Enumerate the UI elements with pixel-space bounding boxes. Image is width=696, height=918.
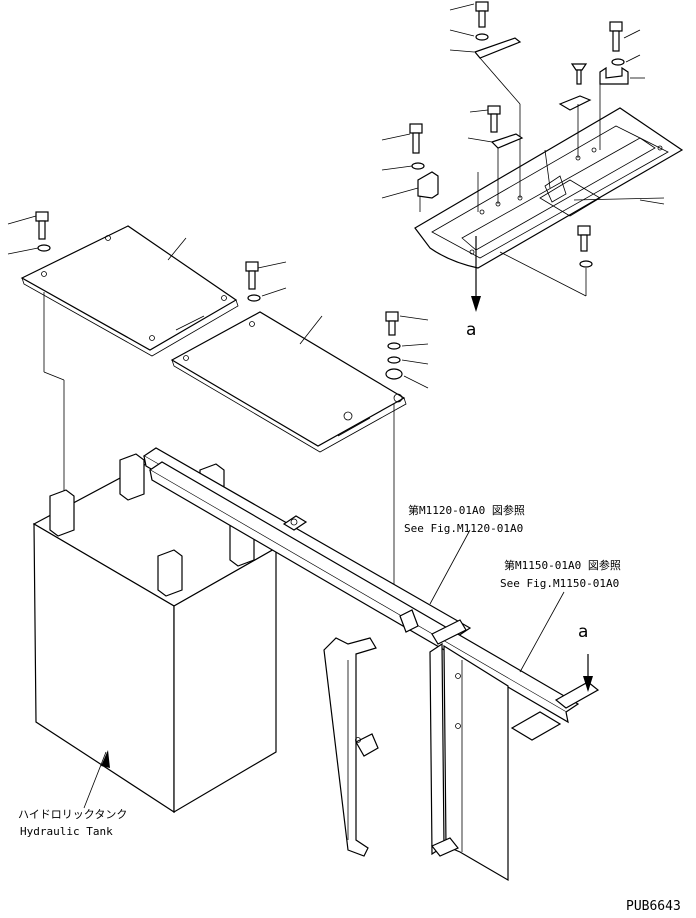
ref-m1150-en: See Fig.M1150-01A0 (500, 577, 620, 590)
left-cover-plate (7, 211, 239, 496)
arrow-label-a-right: a (578, 622, 589, 642)
floor-plate-fasteners (381, 1, 665, 297)
ref-m1120-en: See Fig.M1120-01A0 (404, 522, 524, 535)
hydraulic-tank-label-jp: ハイドロリックタンク (18, 808, 128, 821)
ref-m1150-jp: 第M1150-01A0 図参照 (504, 559, 621, 572)
hydraulic-tank-label-en: Hydraulic Tank (20, 825, 113, 838)
vertical-supports (323, 637, 509, 882)
floor-plate-assembly (414, 107, 684, 312)
drawing-code: PUB6643 (626, 899, 681, 914)
middle-cover-plate (170, 261, 429, 610)
ref-m1120-jp: 第M1120-01A0 図参照 (408, 504, 525, 517)
arrow-label-a-top: a (466, 320, 477, 340)
hydraulic-tank (32, 453, 278, 814)
